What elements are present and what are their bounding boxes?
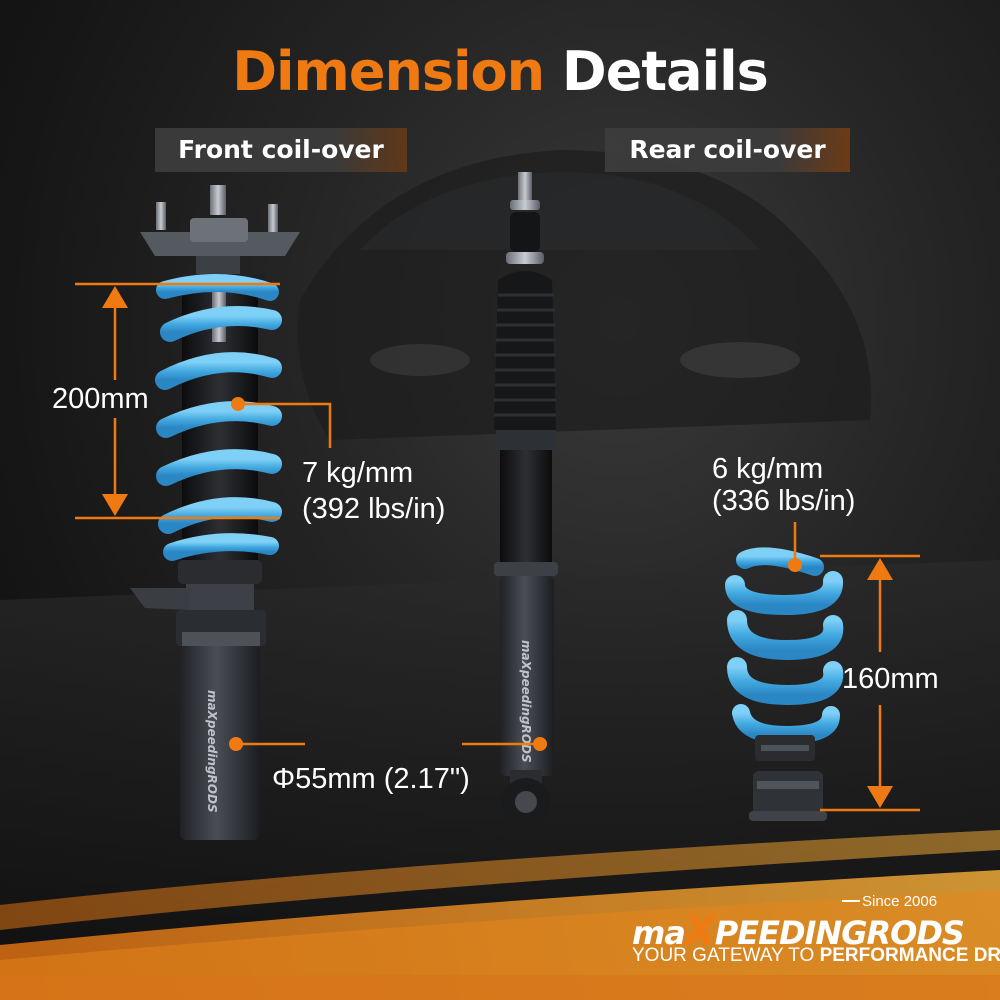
brand-name: PEEDINGRODS bbox=[714, 914, 965, 952]
brand-prefix: ma bbox=[632, 914, 686, 952]
svg-text:maXpeedingRODS: maXpeedingRODS bbox=[205, 690, 219, 813]
front-diameter-dot bbox=[229, 737, 243, 751]
rear-rate-label: 6 kg/mm bbox=[712, 453, 824, 485]
page-title: Dimension Details bbox=[0, 40, 1000, 103]
front-coilover-tag: Front coil-over bbox=[155, 128, 407, 172]
slogan-start: YOUR GATEWAY TO bbox=[632, 945, 820, 966]
rear-arrow-up bbox=[867, 558, 893, 580]
rear-height-label: 160mm bbox=[842, 663, 939, 695]
rear-rate-dot bbox=[788, 558, 802, 572]
front-rate-dot bbox=[231, 397, 245, 411]
brand-speed-line bbox=[842, 900, 860, 902]
slogan-bold: PERFORMANCE DRIVING bbox=[819, 945, 1000, 966]
front-rate-label: 7 kg/mm bbox=[302, 457, 414, 489]
rear-dust-boot bbox=[494, 271, 556, 430]
svg-text:maXpeedingRODS: maXpeedingRODS bbox=[519, 640, 533, 763]
rear-spring bbox=[725, 547, 844, 821]
front-arrow-down bbox=[102, 494, 128, 516]
rear-coilover: maXpeedingRODS bbox=[494, 172, 558, 826]
brand-slogan: YOUR GATEWAY TO PERFORMANCE DRIVING bbox=[632, 945, 1000, 967]
rear-diameter-dot bbox=[533, 737, 547, 751]
rear-coilover-tag: Rear coil-over bbox=[605, 128, 850, 172]
brand-logo: maXPEEDINGRODS bbox=[632, 908, 965, 954]
title-part-1: Dimension bbox=[232, 40, 545, 103]
rear-arrow-down bbox=[867, 786, 893, 808]
brand-x: X bbox=[684, 908, 716, 954]
rear-rate-imperial-label: (336 lbs/in) bbox=[712, 485, 856, 517]
front-rate-imperial-label: (392 lbs/in) bbox=[302, 493, 446, 525]
title-part-2: Details bbox=[561, 40, 769, 103]
front-arrow-up bbox=[102, 286, 128, 308]
front-height-label: 200mm bbox=[52, 383, 149, 415]
brand-since: Since 2006 bbox=[862, 893, 938, 910]
diameter-label: Φ55mm (2.17") bbox=[272, 763, 470, 795]
